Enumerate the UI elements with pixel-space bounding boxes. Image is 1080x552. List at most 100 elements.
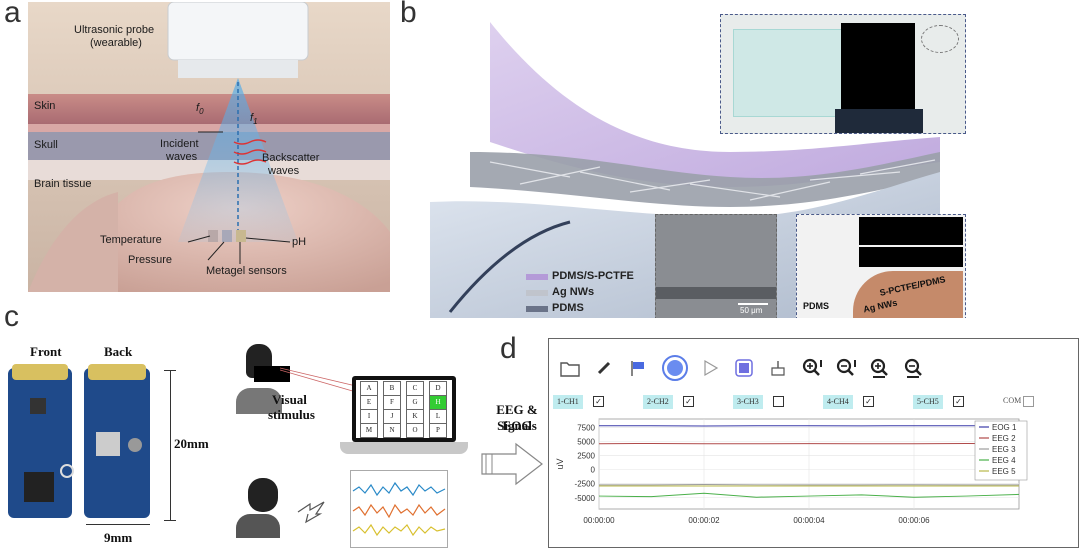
com-checkbox[interactable] <box>1023 396 1034 407</box>
x-tick-label: 00:00:00 <box>583 516 615 525</box>
inset-nose-photo: PDMS S-PCTFE/PDMS Ag NWs <box>796 214 966 318</box>
scale-bar-label: 50 μm <box>740 306 762 315</box>
y-tick-label: 7500 <box>577 423 595 432</box>
wireless-signal-icon <box>296 500 340 524</box>
zoom-in-icon[interactable] <box>869 357 891 379</box>
raw-signal-traces <box>351 471 447 547</box>
legend-swatch-agnws <box>526 290 548 296</box>
legend-entry: EEG 2 <box>992 434 1016 443</box>
legend-pdms: PDMS <box>552 302 584 314</box>
panel-a-drawing <box>28 2 390 292</box>
scale-bar <box>738 303 768 305</box>
channel-checkbox-2[interactable]: ✓ <box>683 396 694 407</box>
panel-d-software-window: 1-CH1 ✓ 2-CH2 ✓ 3-CH3 4-CH4 ✓ 5-CH5 ✓ CO… <box>548 338 1079 548</box>
laptop-base <box>340 442 468 454</box>
inset-sem-image: 50 μm <box>655 214 777 318</box>
x-tick-label: 00:00:06 <box>898 516 930 525</box>
legend-swatch-pdms <box>526 306 548 312</box>
zoom-out-icon[interactable] <box>903 357 925 379</box>
panel-label-c: c <box>4 300 19 334</box>
channel-checkbox-1[interactable]: ✓ <box>593 396 604 407</box>
stop-icon[interactable] <box>733 357 755 379</box>
chip-front <box>24 472 54 502</box>
f1-label: f1 <box>250 112 258 126</box>
channel-checkbox-3[interactable] <box>773 396 784 407</box>
legend-entry: EEG 4 <box>992 456 1016 465</box>
speller-key: L <box>429 409 447 424</box>
speller-key: D <box>429 381 447 396</box>
probe-label-sub: (wearable) <box>90 37 142 49</box>
channel-checkbox-4[interactable]: ✓ <box>863 396 874 407</box>
channel-button-1[interactable]: 1-CH1 <box>553 395 583 409</box>
speller-key: G <box>406 395 424 410</box>
speller-key: N <box>383 423 401 438</box>
y-tick-label: 2500 <box>577 452 595 461</box>
backscatter-label-sub: waves <box>268 165 299 177</box>
record-icon[interactable] <box>661 354 689 382</box>
y-tick-label: -5000 <box>575 494 596 503</box>
backscatter-label: Backscatter <box>262 152 319 164</box>
skin-label: Skin <box>34 100 55 112</box>
speller-key: O <box>406 423 424 438</box>
channel-checkbox-5[interactable]: ✓ <box>953 396 964 407</box>
redacted-face <box>841 23 915 109</box>
channel-button-3[interactable]: 3-CH3 <box>733 395 763 409</box>
gaze-lines <box>280 356 360 396</box>
legend-entry: EEG 3 <box>992 445 1016 454</box>
panel-label-a: a <box>4 0 21 30</box>
speller-key: H <box>429 395 447 410</box>
temperature-label: Temperature <box>100 234 162 246</box>
ph-sensor <box>236 230 246 242</box>
folder-icon[interactable] <box>559 357 581 379</box>
zoom-in-x-icon[interactable] <box>801 357 823 379</box>
height-dimension-label: 20mm <box>174 436 209 452</box>
incident-label: Incident <box>160 138 199 150</box>
speller-key: P <box>429 423 447 438</box>
channel-button-4[interactable]: 4-CH4 <box>823 395 853 409</box>
signals-label-sub: Signals <box>482 418 552 434</box>
pressure-sensor <box>222 230 232 242</box>
f0-label: f0 <box>196 102 204 116</box>
play-icon[interactable] <box>699 357 721 379</box>
probe-label: Ultrasonic probe <box>74 24 154 36</box>
brain-tissue-label: Brain tissue <box>34 178 91 190</box>
zoom-out-x-icon[interactable] <box>835 357 857 379</box>
skin-layer <box>28 94 390 124</box>
speller-key: E <box>360 395 378 410</box>
pressure-label: Pressure <box>128 254 172 266</box>
skull-layer <box>28 132 390 160</box>
legend-entry: EEG 5 <box>992 467 1016 476</box>
front-label: Front <box>30 344 62 360</box>
pen-icon[interactable] <box>593 357 615 379</box>
speller-key: J <box>383 409 401 424</box>
panel-a-illustration: Ultrasonic probe (wearable) Skin Skull B… <box>28 2 390 292</box>
y-tick-label: 0 <box>591 466 596 475</box>
skull-label: Skull <box>34 139 58 151</box>
panel-label-b: b <box>400 0 417 30</box>
battery-holder <box>96 432 120 456</box>
speller-key: A <box>360 381 378 396</box>
jacket-shape <box>835 109 923 133</box>
person-headset-figure <box>236 478 286 538</box>
y-axis-label: uV <box>555 458 565 469</box>
legend-agnws: Ag NWs <box>552 286 594 298</box>
pcb-front <box>8 368 72 518</box>
x-tick-label: 00:00:04 <box>793 516 825 525</box>
redacted-area-bottom <box>859 247 963 267</box>
flag-icon[interactable] <box>627 357 649 379</box>
com-label: COM <box>1003 396 1021 405</box>
channel-button-5[interactable]: 5-CH5 <box>913 395 943 409</box>
speller-key: I <box>360 409 378 424</box>
back-label: Back <box>104 344 132 360</box>
y-tick-label: 5000 <box>577 438 595 447</box>
redacted-area-top <box>859 217 963 245</box>
channel-button-2[interactable]: 2-CH2 <box>643 395 673 409</box>
stimulus-label: stimulus <box>268 407 315 423</box>
pcb-back <box>84 368 150 518</box>
width-dimension-label: 9mm <box>104 530 132 546</box>
speller-key: C <box>406 381 424 396</box>
thought-bubble-icon <box>921 25 959 53</box>
broom-icon[interactable] <box>767 357 789 379</box>
panel-b-illustration: 50 μm PDMS S-PCTFE/PDMS Ag NWs PDMS/S-PC… <box>430 2 966 318</box>
